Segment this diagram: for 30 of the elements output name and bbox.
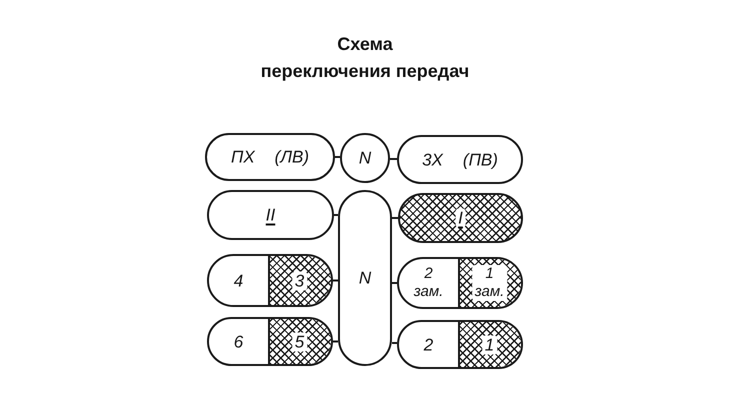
- position-pill: [207, 254, 333, 307]
- connector-line: [333, 340, 338, 342]
- diagram-title: Схема переключения передач: [260, 33, 470, 83]
- connector-line: [392, 282, 397, 284]
- gear-label: 1 зам.: [472, 265, 508, 301]
- position-pill: [207, 190, 334, 240]
- gear-label: 6: [234, 332, 244, 351]
- gear-label: 3Х (ПВ): [422, 150, 498, 169]
- gear-label: I: [455, 208, 466, 228]
- gear-label: N: [358, 148, 372, 168]
- connector-line: [392, 342, 397, 344]
- gear-label: 2: [424, 335, 434, 354]
- position-pill: [397, 257, 523, 309]
- connector-line: [390, 158, 397, 160]
- position-pill: [338, 190, 392, 366]
- gear-label: 4: [234, 271, 244, 290]
- position-pill: [397, 135, 523, 184]
- position-pill: [397, 320, 523, 369]
- connector-line: [333, 280, 338, 282]
- gear-label: II: [266, 206, 276, 224]
- gear-label: ПХ (ЛВ): [231, 148, 309, 166]
- position-pill: [207, 317, 333, 366]
- position-circle: [340, 133, 390, 183]
- connector-line: [392, 217, 398, 219]
- gear-label: 2 зам.: [414, 265, 444, 301]
- position-pill: [398, 193, 523, 243]
- position-pill: [205, 133, 335, 181]
- connector-line: [334, 214, 338, 216]
- connector-line: [335, 156, 340, 158]
- gear-label: N: [358, 268, 372, 288]
